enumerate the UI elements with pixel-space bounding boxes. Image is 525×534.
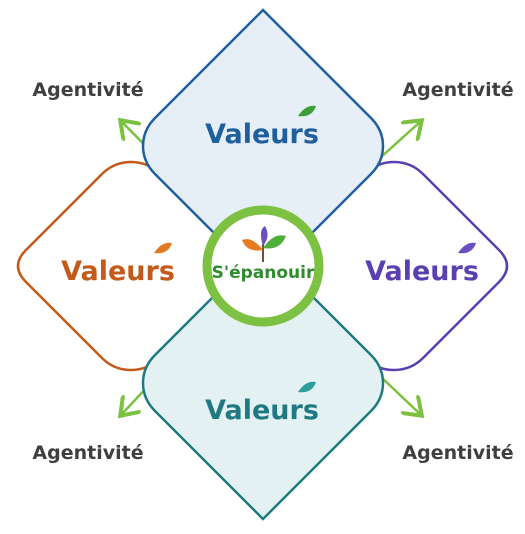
petal-left-label: Valeurs bbox=[61, 256, 175, 287]
agentivite-label-top-left: Agentivité bbox=[32, 79, 143, 101]
center-label: S'épanouir bbox=[212, 263, 315, 283]
agentivite-label-bottom-left: Agentivité bbox=[32, 442, 143, 464]
petal-bottom-label-group: Valeurs bbox=[205, 381, 319, 426]
leaf-icon bbox=[298, 105, 316, 117]
agentivite-label-top-right: Agentivité bbox=[402, 79, 513, 101]
agentivite-label-bottom-right: Agentivité bbox=[402, 442, 513, 464]
petal-top-label-group: Valeurs bbox=[205, 105, 319, 150]
petal-top-label: Valeurs bbox=[205, 119, 319, 150]
center-node: S'épanouir bbox=[202, 205, 324, 327]
petal-right-label-group: Valeurs bbox=[365, 242, 479, 287]
petal-bottom-label: Valeurs bbox=[205, 395, 319, 426]
leaf-icon bbox=[298, 381, 316, 393]
petal-left-label-group: Valeurs bbox=[61, 242, 175, 287]
sprout-icon bbox=[242, 226, 286, 262]
leaf-icon bbox=[458, 242, 476, 254]
petal-right-label: Valeurs bbox=[365, 256, 479, 287]
leaf-icon bbox=[154, 242, 172, 254]
